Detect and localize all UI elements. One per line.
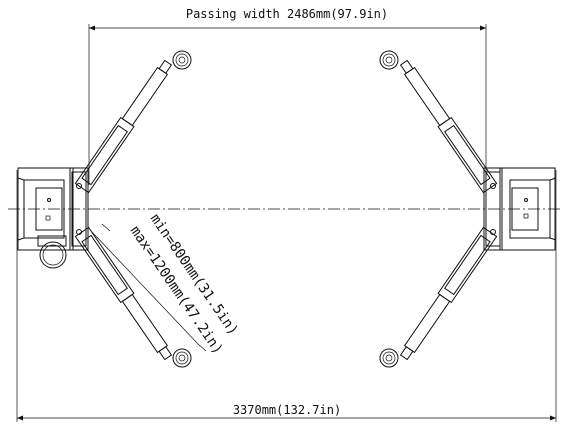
- arm-upper-right: [399, 59, 498, 194]
- left-post: [17, 167, 89, 251]
- pad-lower-left: [172, 348, 192, 368]
- passing-width-label: Passing width 2486mm(97.9in): [186, 7, 388, 21]
- pad-upper-right: [379, 50, 399, 70]
- passing-width-dimension: Passing width 2486mm(97.9in): [88, 7, 487, 185]
- arm-upper-left: [74, 59, 173, 194]
- pad-lower-right: [379, 348, 399, 368]
- arm-lower-right: [399, 226, 498, 361]
- overall-width-dimension: 3370mm(132.7in): [16, 170, 557, 422]
- arm-reach-dimension: min=800mm(31.5in) max=1200mm(47.2in): [91, 211, 241, 357]
- right-post: [483, 167, 557, 251]
- pad-upper-left: [172, 50, 192, 70]
- power-unit-motor: [37, 235, 67, 269]
- overall-width-label: 3370mm(132.7in): [233, 403, 341, 417]
- arm-lower-left: [74, 226, 173, 361]
